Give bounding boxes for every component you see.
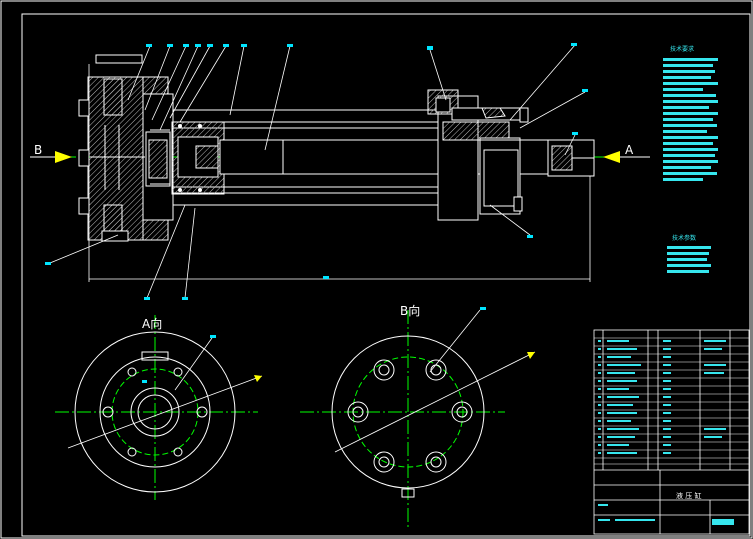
arrow-b-indicator bbox=[30, 151, 72, 163]
title-block bbox=[593, 329, 750, 535]
view-a-title: A向 bbox=[142, 317, 163, 331]
view-a-arrow-label: A bbox=[625, 143, 634, 157]
parts-list-rows bbox=[594, 337, 749, 465]
inner-frame bbox=[21, 13, 751, 537]
tech-params-title: 技术参数 bbox=[672, 235, 697, 242]
tech-requirements-lines bbox=[663, 58, 718, 181]
main-section-view bbox=[40, 54, 640, 282]
parts-list-fill bbox=[598, 340, 734, 525]
view-a-drawing bbox=[55, 315, 263, 500]
drawing-title: 液 压 缸 bbox=[676, 492, 702, 500]
tech-requirements-title: 技术要求 bbox=[670, 46, 695, 53]
arrow-a-indicator bbox=[603, 151, 650, 163]
tech-params-lines bbox=[667, 246, 711, 273]
view-b-drawing bbox=[300, 307, 536, 530]
view-b-title: B向 bbox=[400, 304, 421, 318]
callout-tags bbox=[45, 43, 588, 300]
callout-leaders bbox=[49, 44, 586, 299]
view-b-arrow-label: B bbox=[34, 143, 43, 157]
